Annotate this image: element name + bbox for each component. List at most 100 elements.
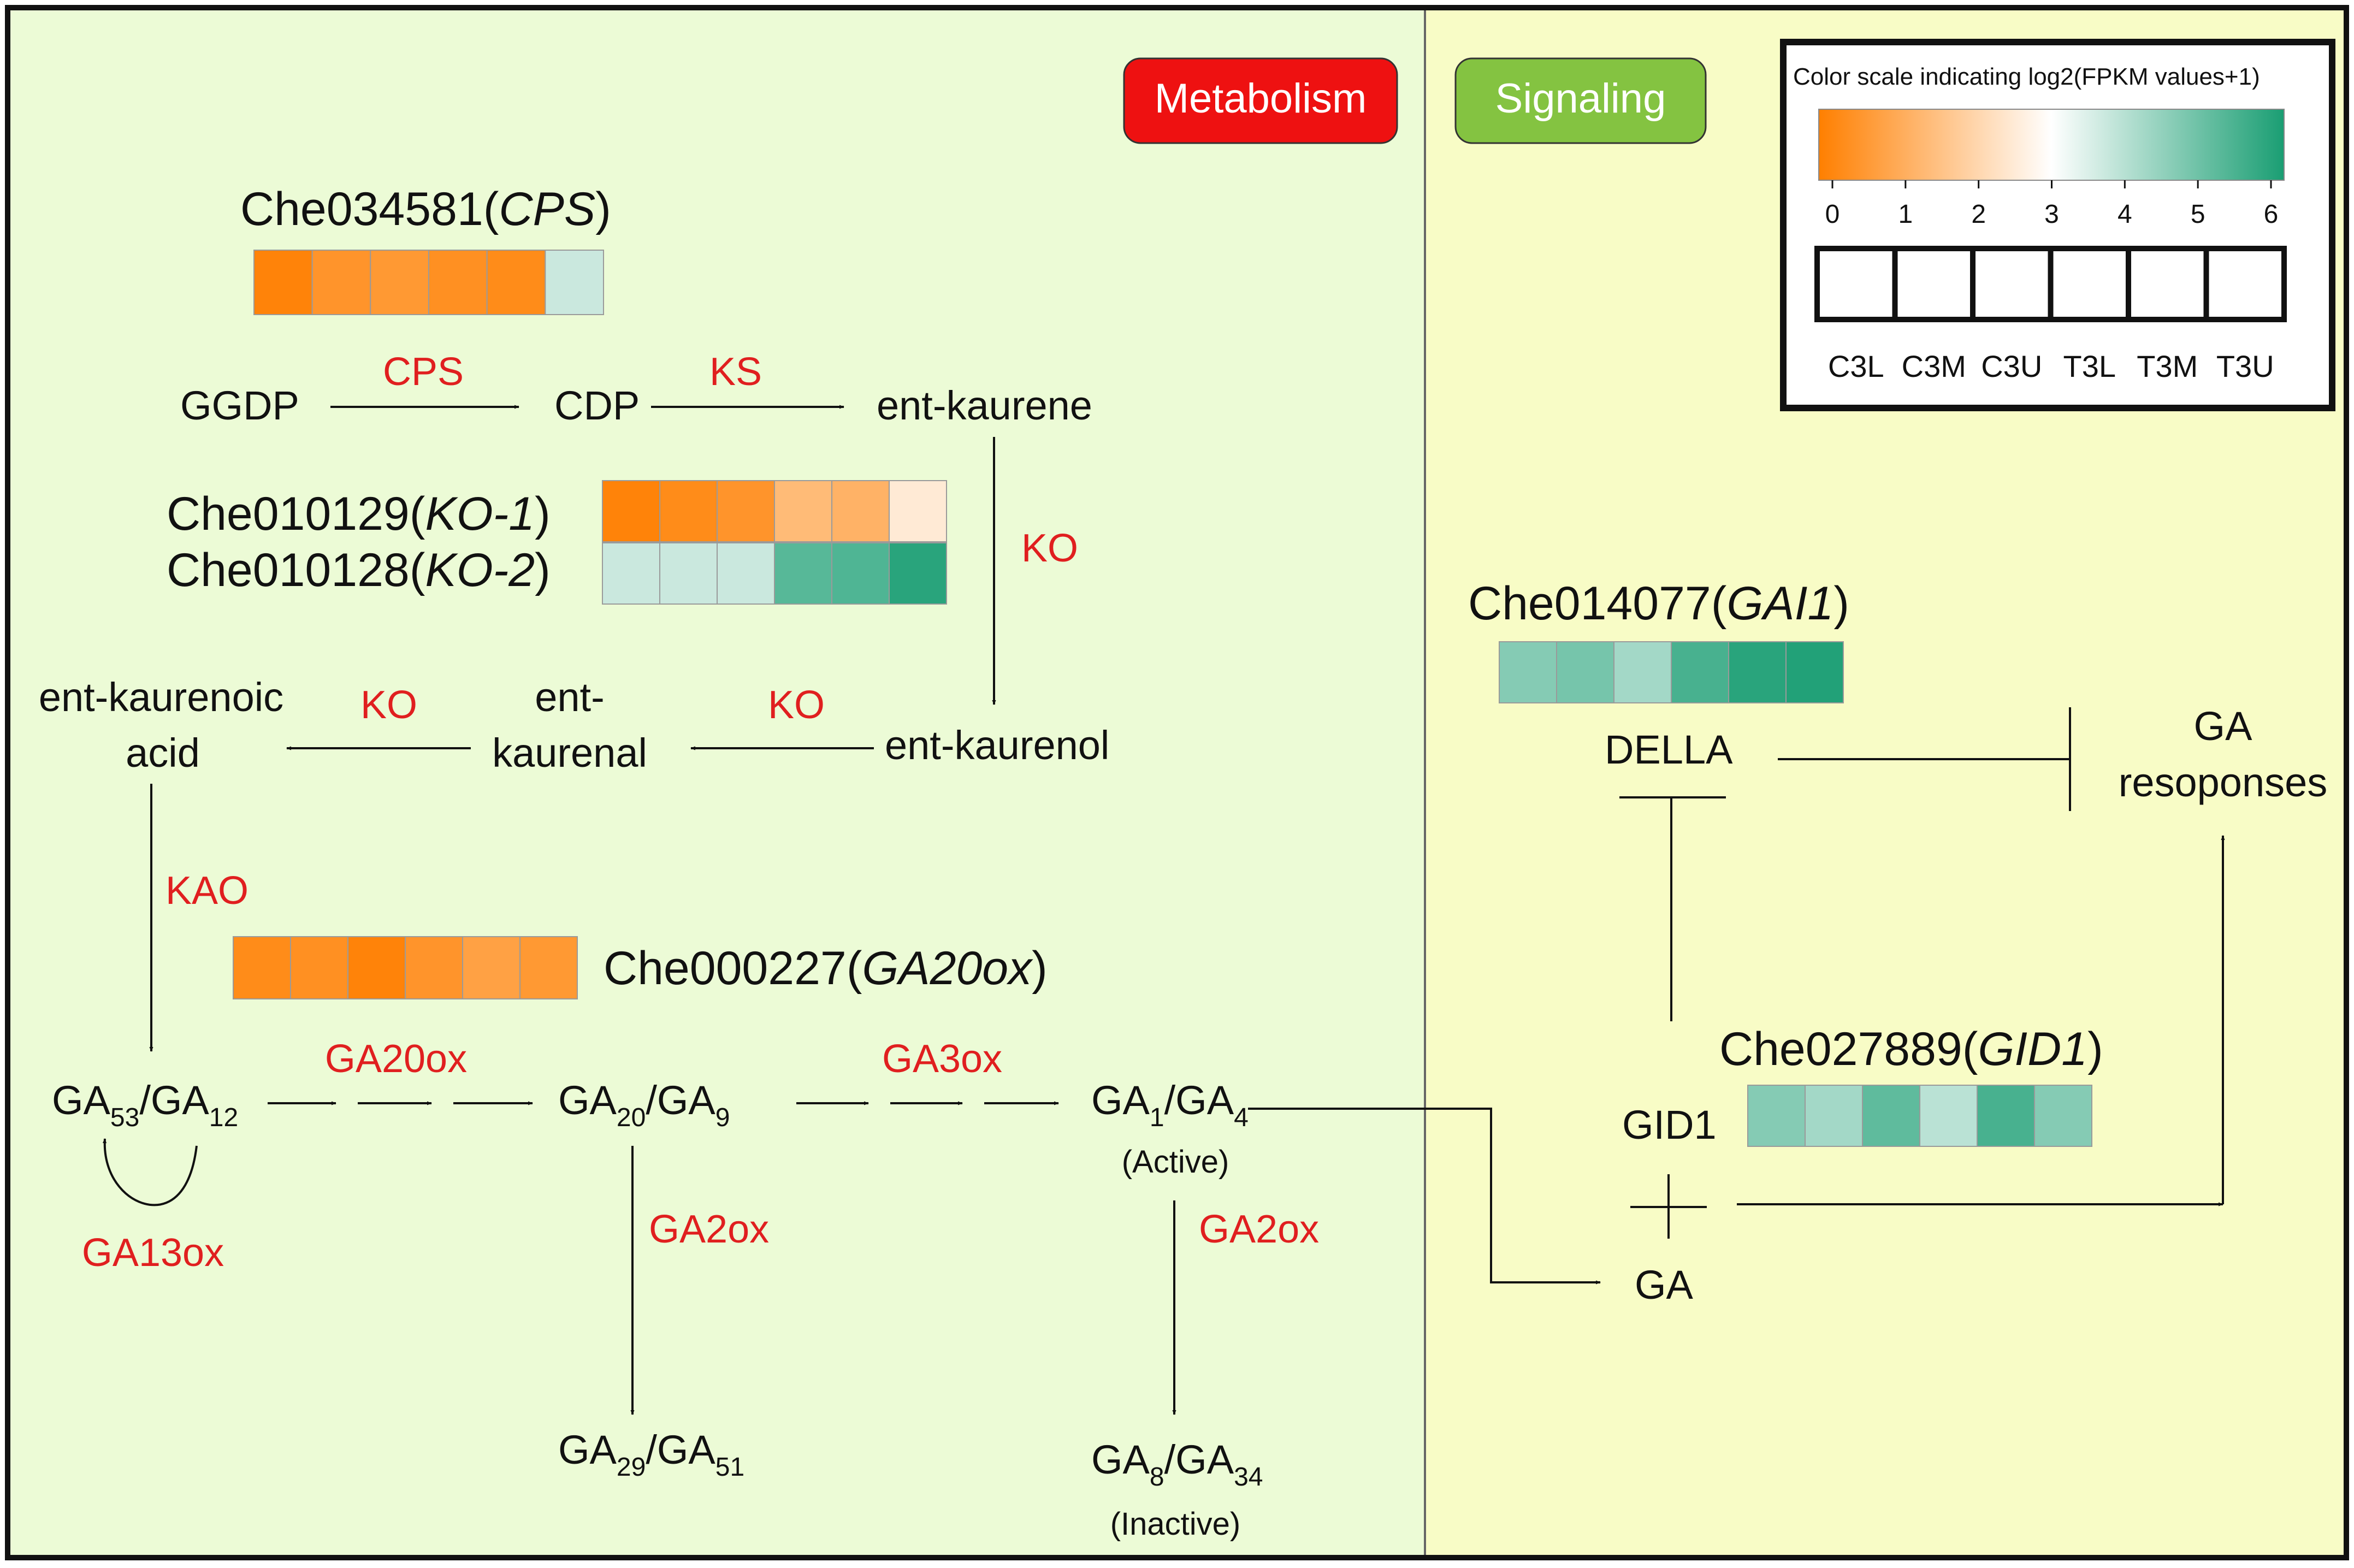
gene-symbol-ko1: KO-1	[425, 488, 535, 540]
enzyme-kao: KAO	[165, 869, 249, 913]
heatmap-cell	[233, 936, 291, 999]
heatmap-cell	[1747, 1085, 1806, 1147]
heatmap-cell	[889, 480, 947, 542]
heatmap-cell	[1728, 641, 1787, 703]
heatmap-cell	[253, 250, 313, 315]
label-active: (Active)	[1122, 1144, 1229, 1180]
heatmap-cell	[831, 542, 890, 605]
heatmap-cps	[253, 250, 604, 315]
gene-label-ko1: Che010129(KO-1)	[167, 488, 551, 540]
heatmap-cell	[717, 480, 775, 542]
enzyme-ko-vertical: KO	[1021, 526, 1078, 570]
legend-frame	[1780, 39, 2335, 411]
heatmap-cell	[659, 542, 718, 605]
gene-id-cps: Che034581	[240, 183, 483, 235]
enzyme-ko-left: KO	[360, 683, 417, 727]
legend-tick-label: 4	[2118, 200, 2132, 229]
metabolism-arrows	[102, 405, 1601, 1415]
heatmap-cell	[347, 936, 406, 999]
figure-border	[5, 5, 2349, 1560]
heatmap-cell	[602, 542, 660, 605]
gene-id-ga20ox: Che000227	[604, 942, 847, 995]
node-ggdp: GGDP	[180, 383, 299, 428]
heatmap-cell	[1556, 641, 1614, 703]
gene-label-ga20ox: Che000227(GA20ox)	[604, 942, 1048, 995]
heatmap-cell	[1613, 641, 1672, 703]
gene-id-gai1: Che014077	[1468, 577, 1711, 630]
node-ga8-ga34: GA8/GA34	[1091, 1437, 1263, 1492]
metabolism-panel	[8, 8, 1425, 1558]
heatmap-cell	[486, 250, 546, 315]
heatmap-cell	[831, 480, 890, 542]
heatmap-cell	[1919, 1085, 1978, 1147]
node-cdp: CDP	[554, 383, 640, 428]
legend-tick-label: 3	[2044, 200, 2059, 229]
heatmap-ga20ox	[233, 936, 578, 999]
node-ga53-ga12: GA53/GA12	[52, 1078, 238, 1132]
heatmap-cell	[1977, 1085, 2035, 1147]
legend-tick-label: 2	[1971, 200, 1986, 229]
enzyme-ks: KS	[709, 350, 762, 394]
node-ent-kaurenal-line1: ent-	[535, 674, 605, 720]
node-gid1: GID1	[1622, 1102, 1717, 1147]
node-ga29-ga51: GA29/GA51	[558, 1427, 744, 1482]
enzyme-ga3ox: GA3ox	[882, 1037, 1002, 1081]
heatmap-cell	[889, 542, 947, 605]
arrow-ga13ox-loop	[102, 1138, 198, 1206]
metabolism-badge: Metabolism	[1123, 57, 1398, 144]
legend-sample-label: T3M	[2137, 349, 2198, 383]
gene-symbol-ga20ox: GA20ox	[862, 942, 1033, 995]
gene-label-gai1: Che014077(GAI1)	[1468, 577, 1849, 630]
metabolism-label: Metabolism	[1155, 75, 1367, 122]
heatmap-cell	[370, 250, 429, 315]
heatmap-cell	[774, 480, 832, 542]
heatmap-cell	[717, 542, 775, 605]
gene-id-gid1: Che027889	[1719, 1023, 1962, 1075]
node-ent-kaurenal-line2: kaurenal	[492, 730, 647, 776]
legend-sample-label: C3U	[1981, 349, 2042, 383]
node-ent-kaurenoic-line2: acid	[126, 730, 200, 776]
node-ga20-ga9: GA20/GA9	[558, 1078, 730, 1132]
node-ent-kaurene: ent-kaurene	[877, 383, 1092, 428]
gene-label-gid1: Che027889(GID1)	[1719, 1023, 2103, 1075]
node-ga-responses-line1: GA	[2194, 703, 2253, 749]
heatmap-cell	[1499, 641, 1557, 703]
node-ent-kaurenol: ent-kaurenol	[885, 723, 1109, 768]
heatmap-cell	[1671, 641, 1729, 703]
heatmap-cell	[2034, 1085, 2092, 1147]
legend-sample-label: T3L	[2063, 349, 2116, 383]
signaling-label: Signaling	[1495, 75, 1666, 122]
label-inactive: (Inactive)	[1110, 1506, 1241, 1542]
node-della: DELLA	[1605, 727, 1733, 772]
heatmap-cell	[1862, 1085, 1920, 1147]
gene-id-ko2: Che010128	[167, 544, 410, 596]
arrow-ga1-to-ga	[1248, 1108, 1601, 1285]
heatmap-cell	[1805, 1085, 1863, 1147]
signaling-badge: Signaling	[1454, 57, 1707, 144]
heatmap-cell	[519, 936, 578, 999]
gene-id-ko1: Che010129	[167, 488, 410, 540]
heatmap-cell	[405, 936, 463, 999]
heatmap-ko2	[602, 542, 947, 605]
legend-tick-label: 0	[1825, 200, 1840, 229]
legend-tick-label: 6	[2264, 200, 2279, 229]
enzyme-ga2ox-right: GA2ox	[1199, 1208, 1319, 1251]
gene-heatmaps	[233, 250, 2092, 1147]
enzyme-ko-mid: KO	[768, 683, 825, 727]
color-legend: Color scale indicating log2(FPKM values+…	[1780, 39, 2335, 411]
legend-title: Color scale indicating log2(FPKM values+…	[1793, 63, 2260, 90]
gene-label-cps: Che034581(CPS)	[240, 183, 611, 235]
heatmap-cell	[311, 250, 371, 315]
legend-sample-label: C3M	[1902, 349, 1966, 383]
legend-tick-label: 5	[2191, 200, 2205, 229]
heatmap-gid1	[1747, 1085, 2092, 1147]
heatmap-cell	[545, 250, 604, 315]
heatmap-cell	[1785, 641, 1844, 703]
heatmap-cell	[462, 936, 521, 999]
node-ga-responses-line2: resoponses	[2119, 760, 2328, 805]
heatmap-gai1	[1499, 641, 1844, 703]
heatmap-cell	[602, 480, 660, 542]
